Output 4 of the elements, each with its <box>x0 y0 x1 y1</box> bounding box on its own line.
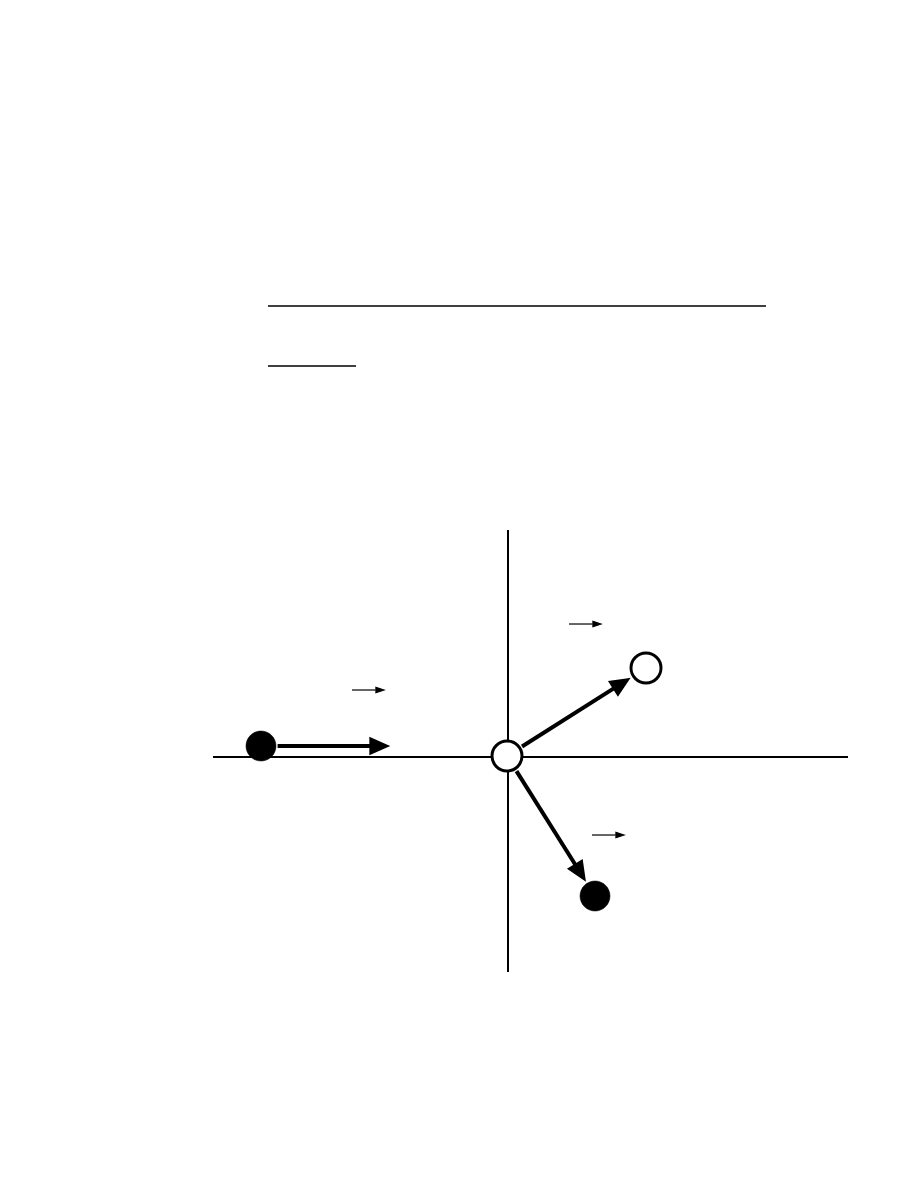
ball <box>490 739 524 773</box>
ball <box>579 880 611 912</box>
ball <box>245 730 277 762</box>
ball <box>629 651 663 685</box>
